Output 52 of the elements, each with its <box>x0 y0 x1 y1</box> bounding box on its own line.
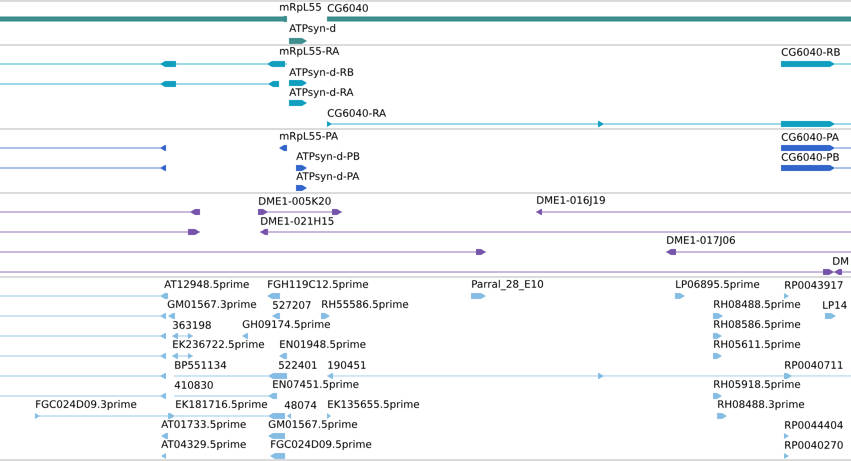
feature-label: DME1-016J19 <box>537 196 605 206</box>
feature-label: RP0044404 <box>785 421 843 429</box>
feature-label: GM01567.3prime <box>168 300 256 310</box>
feature-label: CG6040-PA <box>782 133 839 141</box>
feature-label: AT01733.5prime <box>161 420 246 430</box>
feature-label: ATPsyn-d-PA <box>296 172 360 182</box>
feature-label: RH08488.5prime <box>714 300 800 310</box>
feature-label: Parral_28_E10 <box>472 280 544 290</box>
feature-label: LP06895.5prime <box>676 280 760 290</box>
feature-label: RH08586.5prime <box>714 320 800 330</box>
feature-label: BP551134 <box>175 361 226 369</box>
feature-label: RH55586.5prime <box>322 300 408 310</box>
feature-label: AT12948.5prime <box>164 280 249 290</box>
feature-label: ATPsyn-d-RA <box>289 88 354 98</box>
feature-label: EN07451.5prime <box>273 380 358 390</box>
feature-label: EK236722.5prime <box>173 340 264 350</box>
feature-label: RH05611.5prime <box>714 340 800 350</box>
feature-label: 410830 <box>174 381 213 389</box>
feature-label: RP0043917 <box>785 281 843 289</box>
feature-label: RH05918.5prime <box>714 380 800 390</box>
feature-label: FGH119C12.5prime <box>268 280 368 290</box>
feature-label: mRpL55-PA <box>280 132 338 142</box>
feature-label: CG6040-RB <box>782 48 840 56</box>
feature-label: DME1-005K20 <box>259 197 331 205</box>
feature-label: 522401 <box>279 361 317 369</box>
feature-label: EK135655.5prime <box>328 400 420 410</box>
feature-label: EN01948.5prime <box>280 340 366 350</box>
feature-label: 190451 <box>328 361 366 369</box>
feature-label: ATPsyn-d <box>289 24 336 34</box>
feature-label: mRpL55 <box>280 3 321 13</box>
feature-label: FGC024D09.3prime <box>36 400 136 410</box>
feature-label: AT04329.5prime <box>161 440 246 450</box>
feature-label: FGC024D09.5prime <box>271 440 372 450</box>
feature-label: CG6040-RA <box>328 109 386 117</box>
feature-label: CG6040 <box>328 4 368 12</box>
feature-label: GM01567.5prime <box>268 420 358 430</box>
feature-label: DME1-021H15 <box>261 217 334 225</box>
feature-label: 48074 <box>284 401 316 409</box>
feature-label: 363198 <box>173 321 211 329</box>
feature-label: DME1-017J06 <box>667 236 735 246</box>
feature-label: mRpL55-RA <box>280 47 340 57</box>
feature-label: CG6040-PB <box>782 153 839 161</box>
feature-label: DM <box>833 257 848 265</box>
feature-label: ATPsyn-d-RB <box>289 68 354 78</box>
feature-label: RH08488.3prime <box>718 400 804 410</box>
feature-label: EK181716.5prime <box>176 400 268 410</box>
feature-label: RP0040711 <box>785 361 842 369</box>
feature-label: RP0040270 <box>785 441 843 449</box>
feature-label: LP14 <box>823 301 847 309</box>
feature-label: GH09174.5prime <box>242 320 330 330</box>
feature-label: ATPsyn-d-PB <box>296 152 360 162</box>
feature-label: 527207 <box>273 301 311 309</box>
